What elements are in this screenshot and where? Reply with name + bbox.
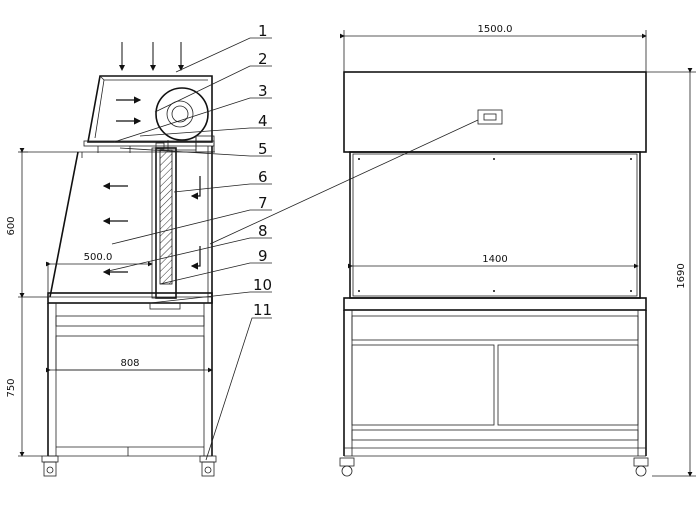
side-dimensions: 600 750 500.0 808 — [6, 148, 213, 457]
callout-6: 6 — [258, 168, 268, 186]
dim-1690: 1690 — [676, 263, 687, 288]
callout-11: 11 — [253, 301, 272, 319]
callout-8: 8 — [258, 222, 268, 240]
top-airflow-arrows — [119, 42, 184, 71]
dim-1500: 1500.0 — [478, 24, 513, 35]
callout-10: 10 — [253, 276, 272, 294]
callout-numbers: 1 2 3 4 5 6 7 8 9 10 11 — [253, 22, 272, 319]
callout-5: 5 — [258, 140, 268, 158]
front-dimensions: 1500.0 1400 1690 — [340, 24, 696, 477]
front-view: 1500.0 1400 1690 — [209, 24, 696, 477]
dim-500: 500.0 — [84, 252, 113, 263]
front-work-chamber — [349, 151, 641, 299]
callout-leaders — [103, 37, 272, 461]
callout-2: 2 — [258, 50, 268, 68]
control-panel — [477, 109, 503, 125]
side-view: 1 2 3 4 5 6 7 8 9 10 11 600 750 500.0 80… — [6, 22, 272, 477]
dim-750: 750 — [6, 378, 17, 397]
dim-600: 600 — [6, 216, 17, 235]
front-work-surface — [343, 297, 647, 311]
side-stand — [41, 303, 217, 477]
front-top-housing — [343, 71, 647, 153]
callout-1: 1 — [258, 22, 268, 40]
dim-1400: 1400 — [482, 254, 507, 265]
dim-808: 808 — [120, 358, 139, 369]
top-hood — [87, 75, 213, 143]
workzone-airflow-arrows — [102, 182, 128, 276]
callout-9: 9 — [258, 247, 268, 265]
front-stand — [339, 310, 649, 477]
control-panel-leader — [209, 119, 479, 245]
return-duct-arrows — [190, 176, 201, 270]
hood-airflow-arrows — [116, 96, 142, 125]
front-glass — [49, 151, 79, 298]
callout-3: 3 — [258, 82, 268, 100]
callout-4: 4 — [258, 112, 268, 130]
callout-7: 7 — [258, 194, 268, 212]
work-surface — [47, 292, 213, 304]
